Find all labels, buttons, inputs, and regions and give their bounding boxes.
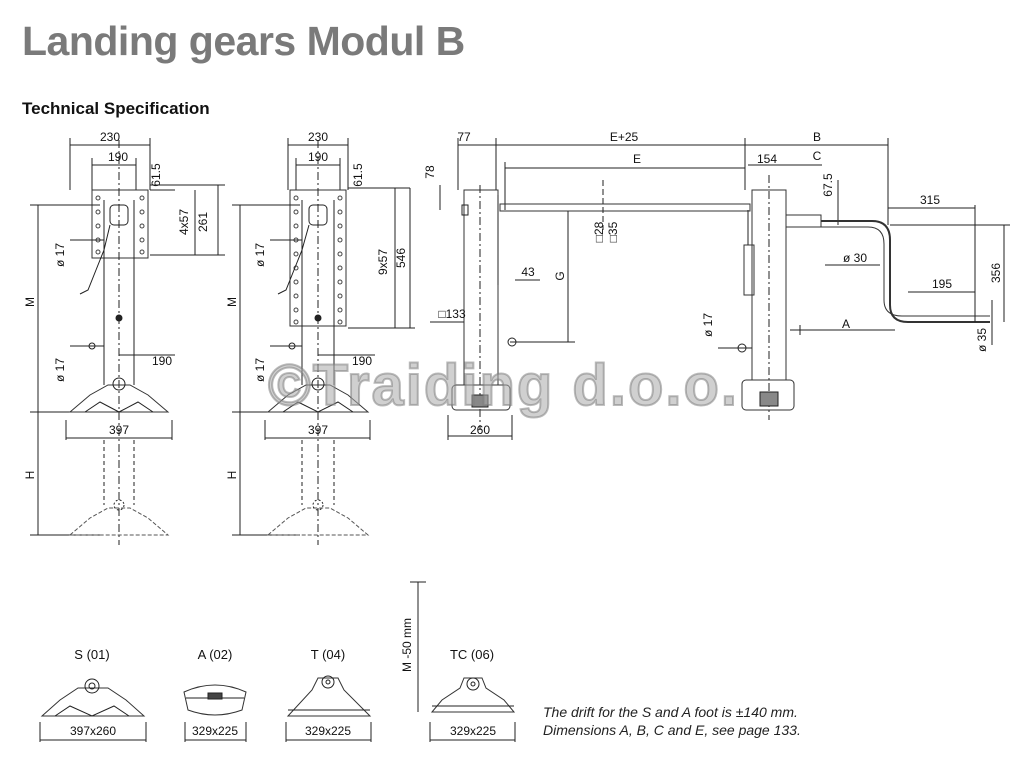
dim-H-m: H <box>225 471 239 480</box>
foot-size-s: 397x260 <box>70 724 116 738</box>
foot-code-tc: TC (06) <box>450 647 494 662</box>
dim-dia35: ø 35 <box>975 328 989 352</box>
dim-397: 397 <box>109 423 129 437</box>
foot-size-a: 329x225 <box>192 724 238 738</box>
dim-E: E <box>633 152 641 166</box>
dim-61-5: 61.5 <box>149 163 163 187</box>
gear-view-middle: 230 190 61.5 9x57 546 M H ø 17 ø 17 <box>225 130 415 545</box>
dim-B: B <box>813 130 821 144</box>
footnote-line-2: Dimensions A, B, C and E, see page 133. <box>543 722 801 738</box>
page-title: Landing gears Modul B <box>22 18 465 64</box>
footnote: The drift for the S and A foot is ±140 m… <box>543 703 801 739</box>
dim-78: 78 <box>423 165 437 179</box>
gear-view-left: 230 190 61.5 4x57 261 M H ø 17 <box>23 130 225 545</box>
dim-61-5-m: 61.5 <box>351 163 365 187</box>
dim-190-lower: 190 <box>152 354 172 368</box>
dim-230: 230 <box>100 130 120 144</box>
dim-dia30: ø 30 <box>843 251 867 265</box>
dim-dia17-b: ø 17 <box>53 358 67 382</box>
dim-77: 77 <box>457 130 471 144</box>
dim-43: 43 <box>521 265 535 279</box>
dim-397-m: 397 <box>308 423 328 437</box>
dim-dia17-a: ø 17 <box>53 243 67 267</box>
dim-546: 546 <box>394 248 408 268</box>
dim-67-5: 67.5 <box>821 173 835 197</box>
dim-315: 315 <box>920 193 940 207</box>
dim-195: 195 <box>932 277 952 291</box>
dim-M-m: M <box>225 297 239 307</box>
foot-code-s: S (01) <box>74 647 109 662</box>
dim-260: 260 <box>470 423 490 437</box>
dim-M-50: M -50 mm <box>400 618 414 672</box>
dim-dia17-m-a: ø 17 <box>253 243 267 267</box>
section-subtitle: Technical Specification <box>22 99 210 118</box>
m-offset-dimension: M -50 mm <box>400 581 426 712</box>
dim-sq133: □133 <box>438 307 466 321</box>
dim-9x57: 9x57 <box>376 249 390 275</box>
dim-190: 190 <box>108 150 128 164</box>
foot-size-tc: 329x225 <box>450 724 496 738</box>
dim-E25: E+25 <box>610 130 639 144</box>
dim-190-m-lower: 190 <box>352 354 372 368</box>
dim-H: H <box>23 471 37 480</box>
dim-sq28: □28 <box>592 221 606 242</box>
copyright-watermark: ©Traiding d.o.o. <box>267 352 740 419</box>
dim-230-m: 230 <box>308 130 328 144</box>
dim-261: 261 <box>196 212 210 232</box>
dim-dia17-r: ø 17 <box>701 313 715 337</box>
dim-C: C <box>813 149 822 163</box>
dim-154: 154 <box>757 152 777 166</box>
dim-G: G <box>553 271 567 280</box>
gear-assembly-side: 77 E+25 B C E 154 78 67.5 □28 □35 43 G □… <box>423 130 1010 440</box>
foot-code-a: A (02) <box>198 647 233 662</box>
dim-356: 356 <box>989 263 1003 283</box>
dim-M: M <box>23 297 37 307</box>
dim-dia17-m-b: ø 17 <box>253 358 267 382</box>
foot-code-t: T (04) <box>311 647 345 662</box>
dim-sq35: □35 <box>606 221 620 242</box>
footnote-line-1: The drift for the S and A foot is ±140 m… <box>543 704 798 720</box>
foot-types: S (01) 397x260 A (02) 329x225 T (04) 329… <box>39 647 516 742</box>
dim-4x57: 4x57 <box>177 209 191 235</box>
foot-size-t: 329x225 <box>305 724 351 738</box>
dim-A: A <box>842 317 850 331</box>
